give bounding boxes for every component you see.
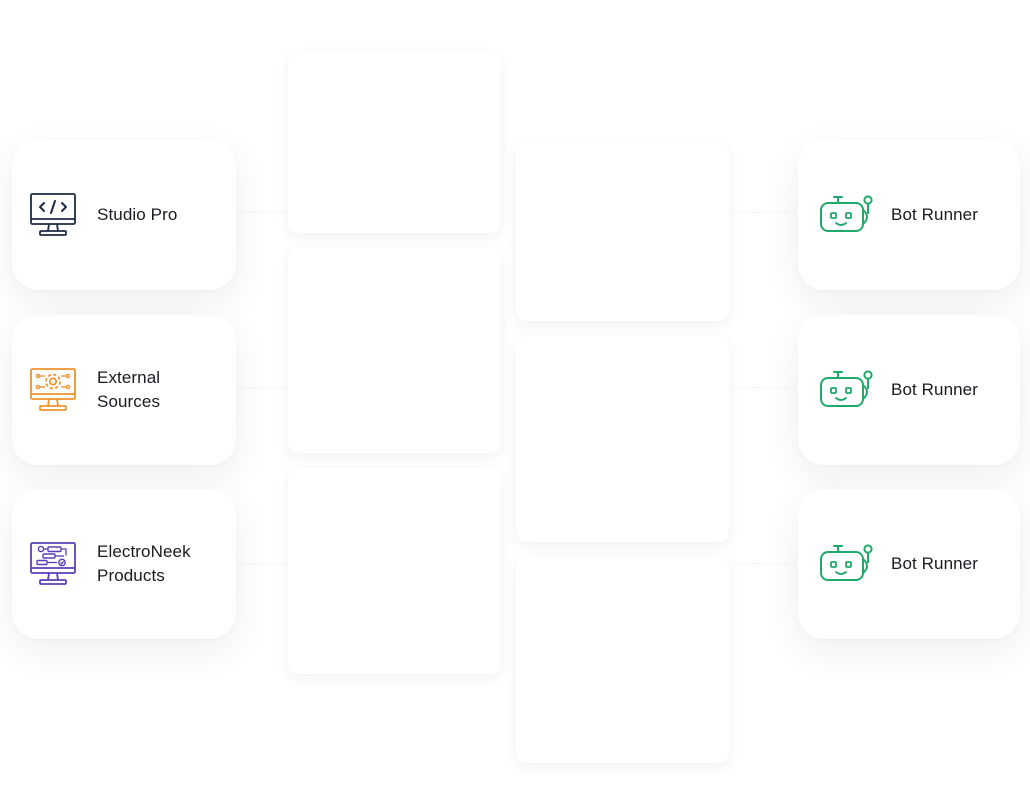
panel-column2-3 xyxy=(516,557,729,763)
source-card-external-sources: External Sources xyxy=(12,315,236,465)
panel-column1-1 xyxy=(288,52,501,233)
runner-card: Bot Runner xyxy=(798,489,1020,639)
robot-icon xyxy=(819,194,875,236)
source-label: External Sources xyxy=(97,368,161,411)
connector-line xyxy=(732,387,796,388)
connector-line xyxy=(238,387,286,388)
connector-line xyxy=(732,212,796,213)
runner-label: Bot Runner xyxy=(891,554,978,573)
source-label: ElectroNeek Products xyxy=(97,542,191,585)
robot-icon xyxy=(819,543,875,585)
robot-icon xyxy=(819,369,875,411)
panel-column1-3 xyxy=(288,468,501,674)
runner-label: Bot Runner xyxy=(891,380,978,399)
panel-column1-2 xyxy=(288,247,501,453)
connector-line xyxy=(238,563,286,564)
runner-card: Bot Runner xyxy=(798,315,1020,465)
panel-column2-2 xyxy=(516,336,729,542)
code-monitor-icon xyxy=(29,191,77,239)
workflow-monitor-icon xyxy=(29,540,77,588)
panel-column2-1 xyxy=(516,143,729,321)
source-label: Studio Pro xyxy=(97,205,178,224)
source-card-studio-pro: Studio Pro xyxy=(12,140,236,290)
gear-monitor-icon xyxy=(29,366,77,414)
runner-label: Bot Runner xyxy=(891,205,978,224)
runner-card: Bot Runner xyxy=(798,140,1020,290)
connector-line xyxy=(732,563,796,564)
connector-line xyxy=(238,212,286,213)
source-card-electroneek-products: ElectroNeek Products xyxy=(12,489,236,639)
